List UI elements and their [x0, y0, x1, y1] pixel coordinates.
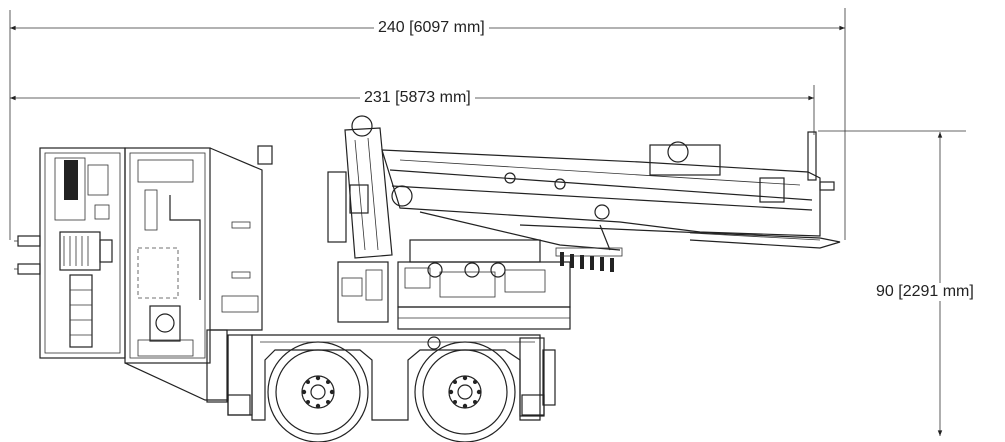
front-wheel [414, 341, 516, 442]
overall-length-label: 240 [6097 mm] [374, 19, 489, 37]
boom [381, 131, 841, 272]
body-length-label: 231 [5873 mm] [360, 89, 475, 107]
power-pack-enclosure [14, 145, 273, 401]
mast-assembly [327, 115, 571, 330]
height-label: 90 [2291 mm] [872, 283, 978, 301]
rear-wheel [267, 341, 369, 442]
